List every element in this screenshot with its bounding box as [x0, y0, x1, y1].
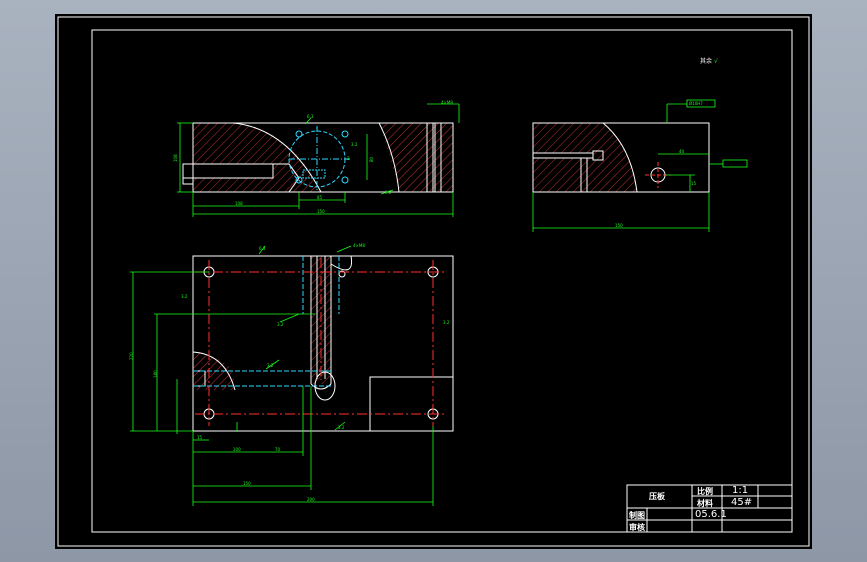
scale-value: 1:1: [732, 485, 749, 496]
dim-text-front-m8: 4×M8: [441, 100, 453, 105]
top-view-dimensions: [130, 245, 434, 506]
sheet-inner-frame: [91, 29, 793, 533]
dim-text-side-bore: Ø10H7: [689, 101, 703, 106]
dim-text-front-2: 2: [347, 156, 350, 161]
sheet-outer-frame: [57, 16, 810, 547]
dim-text-front-80: 80: [369, 156, 374, 162]
material-value: 45#: [731, 497, 753, 508]
title-block-grid: [626, 484, 793, 533]
checker-label: 审核: [629, 523, 645, 532]
dim-text-front-32a: 3.2: [385, 190, 392, 195]
dim-text-top-100: 100: [233, 447, 241, 452]
dim-text-front-108: 108: [235, 201, 243, 206]
dim-text-side-44: 44: [679, 149, 685, 154]
dim-text-front-85: 85: [317, 195, 323, 200]
roughness-note-label: 其余: [700, 58, 713, 65]
top-view: [192, 255, 454, 432]
dim-text-front-32b: 3.2: [351, 142, 358, 147]
front-view: [182, 122, 454, 193]
dim-text-front-height: 108: [173, 154, 178, 162]
cad-viewport[interactable]: 其余 √ 压板 比例 1:1 材料 45# 制图 05.6.1 审核 108 1…: [55, 14, 812, 549]
date-value: 05.6.1: [695, 509, 727, 520]
side-view-dimensions: [532, 99, 748, 232]
dim-text-top-32b: 3.2: [267, 363, 274, 368]
roughness-symbol-icon: √: [713, 58, 718, 65]
dim-text-top-200: 200: [307, 497, 315, 502]
part-name: 压板: [649, 492, 665, 501]
roughness-note: 其余 √: [700, 58, 718, 66]
scale-label: 比例: [697, 487, 713, 496]
dim-text-top-32a: 3.2: [277, 322, 284, 327]
dim-text-side-15: 15: [691, 181, 697, 186]
front-view-dimensions: [177, 103, 460, 217]
dim-text-top-32c: 3.2: [338, 425, 345, 430]
material-label: 材料: [697, 499, 713, 508]
dim-text-front-150: 150: [317, 209, 325, 214]
dim-text-top-220: 220: [129, 352, 134, 360]
drafter-label: 制图: [629, 511, 645, 520]
dim-text-top-150: 150: [243, 481, 251, 486]
dim-text-top-32e: 3.2: [443, 320, 450, 325]
dim-text-top-32d: 3.2: [181, 294, 188, 299]
dim-text-top-70: 70: [275, 447, 281, 452]
dim-text-front-63: 6.3: [307, 114, 314, 119]
dim-text-side-150: 150: [615, 223, 623, 228]
dim-text-top-m8: 4×M8: [353, 243, 365, 248]
dim-text-top-63: 6.3: [259, 246, 266, 251]
side-view: [532, 122, 710, 193]
dim-text-top-180: 180: [153, 370, 158, 378]
engineering-drawing: [57, 16, 810, 547]
dim-text-top-15: 15: [197, 435, 203, 440]
